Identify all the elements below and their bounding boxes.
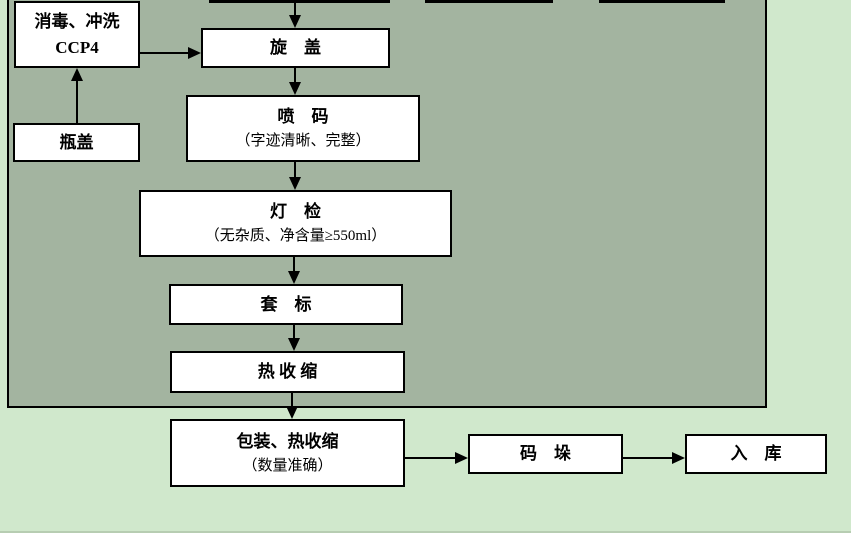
flow-node-palletizing: 码 垛 [468, 434, 623, 474]
flow-node-warehousing: 入 库 [685, 434, 827, 474]
flow-node-disinfect-rinse: 消毒、冲洗 CCP4 [14, 1, 140, 68]
flow-node-heat-shrink: 热 收 缩 [170, 351, 405, 393]
node-note: （字迹清晰、完整） [235, 133, 371, 149]
node-label: 旋 盖 [270, 38, 321, 57]
node-label-ccp4: CCP4 [55, 37, 99, 57]
cutoff-box-edge [209, 0, 390, 3]
node-label: 套 标 [260, 294, 312, 314]
arrow-right-icon [672, 452, 685, 464]
flow-node-labeling: 套 标 [169, 284, 403, 325]
flow-node-packing: 包装、热收缩 （数量准确） [170, 419, 405, 487]
arrow-down-icon [286, 406, 298, 419]
arrow-line-inspection-to-labeling [293, 257, 295, 272]
arrow-down-icon [289, 177, 301, 190]
arrow-down-icon [289, 82, 301, 95]
flow-node-light-inspection: 灯 检 （无杂质、净含量≥550ml） [139, 190, 452, 257]
arrow-right-icon [188, 47, 201, 59]
node-label: 码 垛 [520, 444, 571, 463]
arrow-down-icon [289, 15, 301, 28]
node-label: 灯 检 [270, 202, 321, 221]
node-label: 瓶盖 [59, 132, 94, 152]
node-label: 包装、热收缩 [236, 431, 339, 451]
node-note: （数量准确） [242, 457, 333, 474]
node-label: 喷 码 [277, 107, 329, 126]
node-label: 热 收 缩 [257, 362, 318, 381]
arrow-line-packing-to-palletizing [405, 457, 456, 459]
node-note: （无杂质、净含量≥550ml） [204, 228, 387, 244]
arrow-line-bottlecap-to-disinfect [76, 78, 78, 123]
arrow-right-icon [455, 452, 468, 464]
node-label: 消毒、冲洗 [34, 11, 120, 31]
flow-node-inkjet-coding: 喷 码 （字迹清晰、完整） [186, 95, 420, 162]
arrow-down-icon [288, 338, 300, 351]
arrow-line-coding-to-inspection [294, 162, 296, 178]
node-label: 入 库 [730, 444, 782, 463]
flow-node-bottle-cap: 瓶盖 [13, 123, 140, 162]
arrow-up-icon [71, 68, 83, 81]
arrow-line-disinfect-to-capping [140, 52, 190, 54]
cutoff-box-edge [425, 0, 553, 3]
arrow-down-icon [288, 271, 300, 284]
arrow-line-top-to-capping [294, 3, 296, 17]
cutoff-box-edge [599, 0, 725, 3]
arrow-line-capping-to-coding [294, 68, 296, 84]
flow-node-capping: 旋 盖 [201, 28, 390, 68]
arrow-line-heatshrink-to-packing [291, 393, 293, 407]
arrow-line-labeling-to-heatshrink [293, 325, 295, 339]
bottom-edge-line [0, 531, 851, 533]
arrow-line-palletizing-to-warehousing [623, 457, 673, 459]
